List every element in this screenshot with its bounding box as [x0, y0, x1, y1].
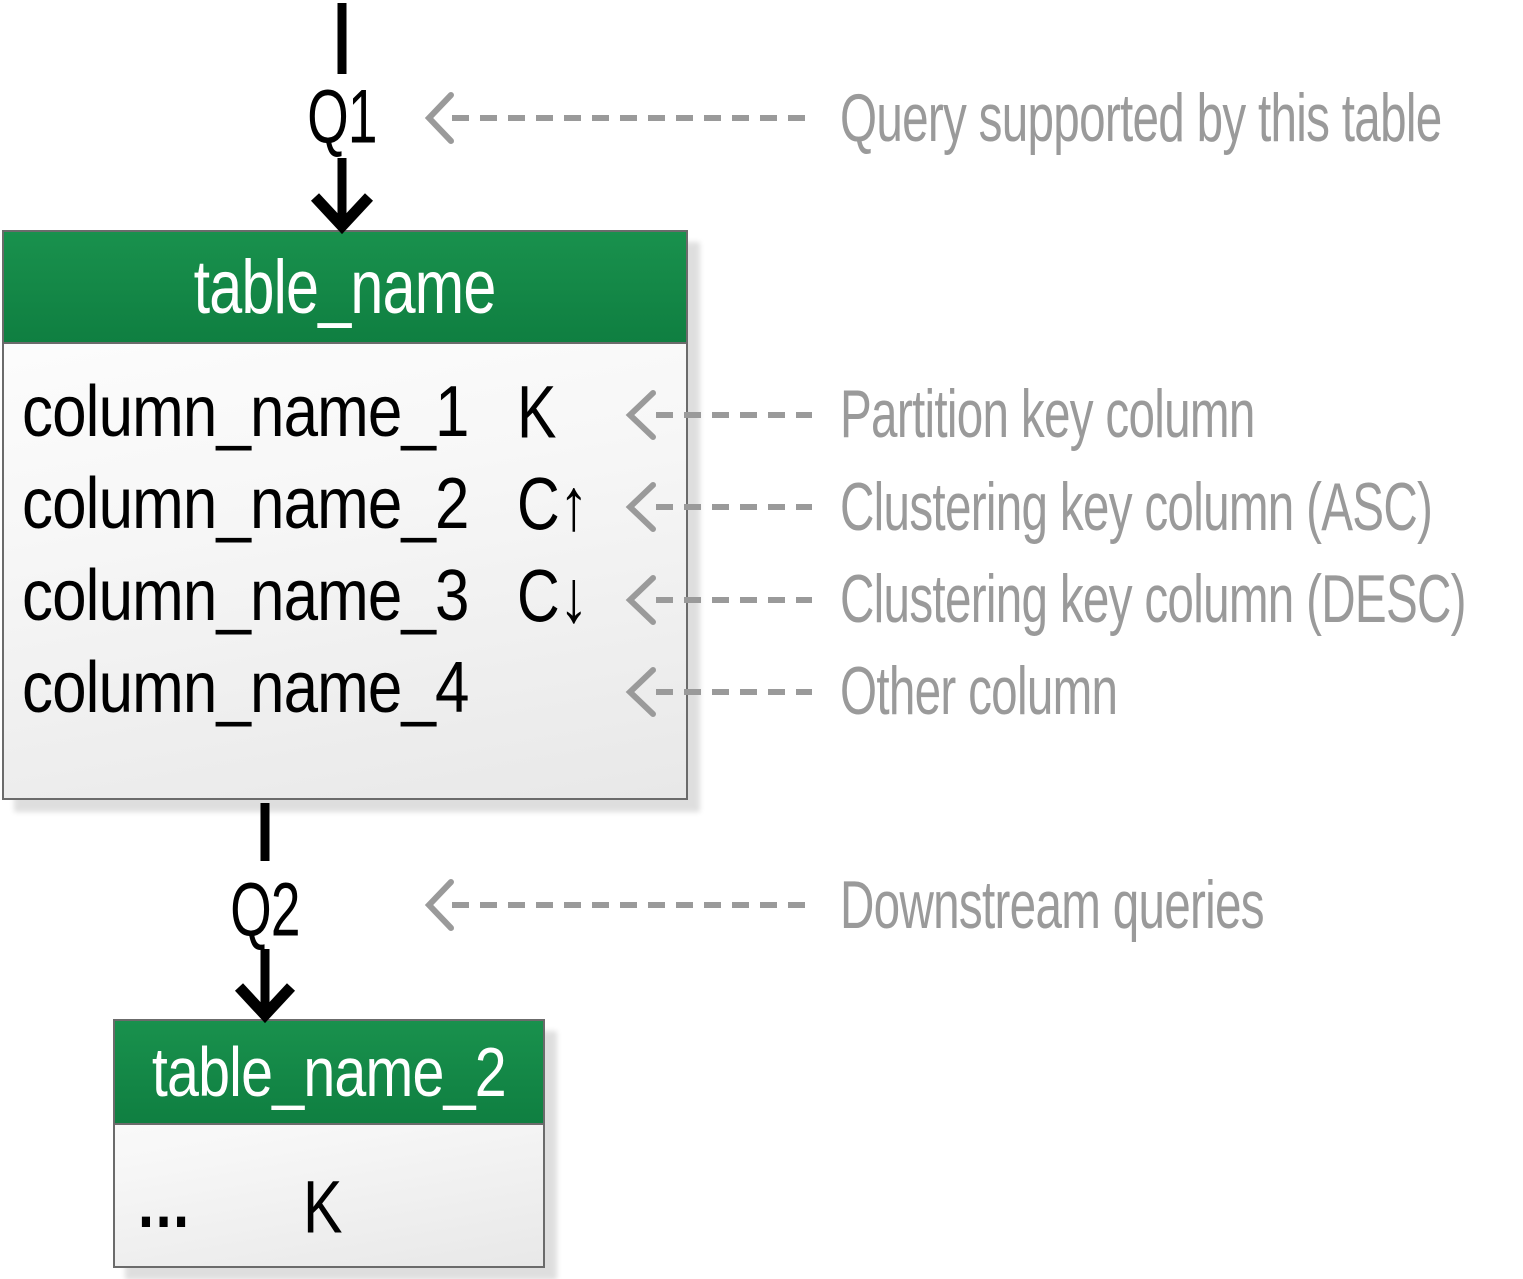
partition-key-indicator: K	[517, 370, 556, 454]
table-card-2: table_name_2 ... K	[113, 1019, 545, 1268]
table-row: column_name_2 C↑	[4, 458, 686, 550]
ellipsis-columns: ...	[138, 1164, 191, 1242]
table-row: ... K	[115, 1125, 543, 1266]
query-label-q2: Q2	[230, 867, 300, 953]
column-name: column_name_3	[22, 556, 469, 636]
table-row: column_name_4	[4, 642, 686, 734]
table-2-title: table_name_2	[152, 1033, 507, 1111]
dashed-arrowhead-icon	[424, 879, 454, 931]
partition-key-indicator: K	[303, 1165, 342, 1249]
column-name: column_name_2	[22, 464, 469, 544]
annotation-other-column: Other column	[840, 653, 1118, 729]
clustering-key-desc-indicator: C↓	[517, 554, 589, 638]
table-1-header: table_name	[4, 232, 686, 344]
annotation-downstream-queries: Downstream queries	[840, 867, 1265, 943]
annotation-clustering-desc: Clustering key column (DESC)	[840, 561, 1467, 637]
query-label-q1: Q1	[307, 74, 377, 160]
annotation-partition-key: Partition key column	[840, 376, 1255, 452]
table-card-1: table_name column_name_1 K column_name_2…	[2, 230, 688, 800]
dashed-arrowhead-icon	[424, 92, 454, 144]
table-row: column_name_1 K	[4, 366, 686, 458]
table-2-header: table_name_2	[115, 1021, 543, 1125]
annotation-query-supported: Query supported by this table	[840, 80, 1442, 156]
column-name: column_name_1	[22, 372, 469, 452]
table-1-title: table_name	[193, 244, 497, 330]
table-1-rows: column_name_1 K column_name_2 C↑ column_…	[4, 344, 686, 734]
q2-arrowhead-icon	[234, 983, 296, 1024]
table-row: column_name_3 C↓	[4, 550, 686, 642]
column-name: column_name_4	[22, 648, 469, 728]
clustering-key-asc-indicator: C↑	[517, 462, 589, 546]
annotation-clustering-asc: Clustering key column (ASC)	[840, 469, 1433, 545]
q1-arrowhead-icon	[310, 193, 374, 235]
